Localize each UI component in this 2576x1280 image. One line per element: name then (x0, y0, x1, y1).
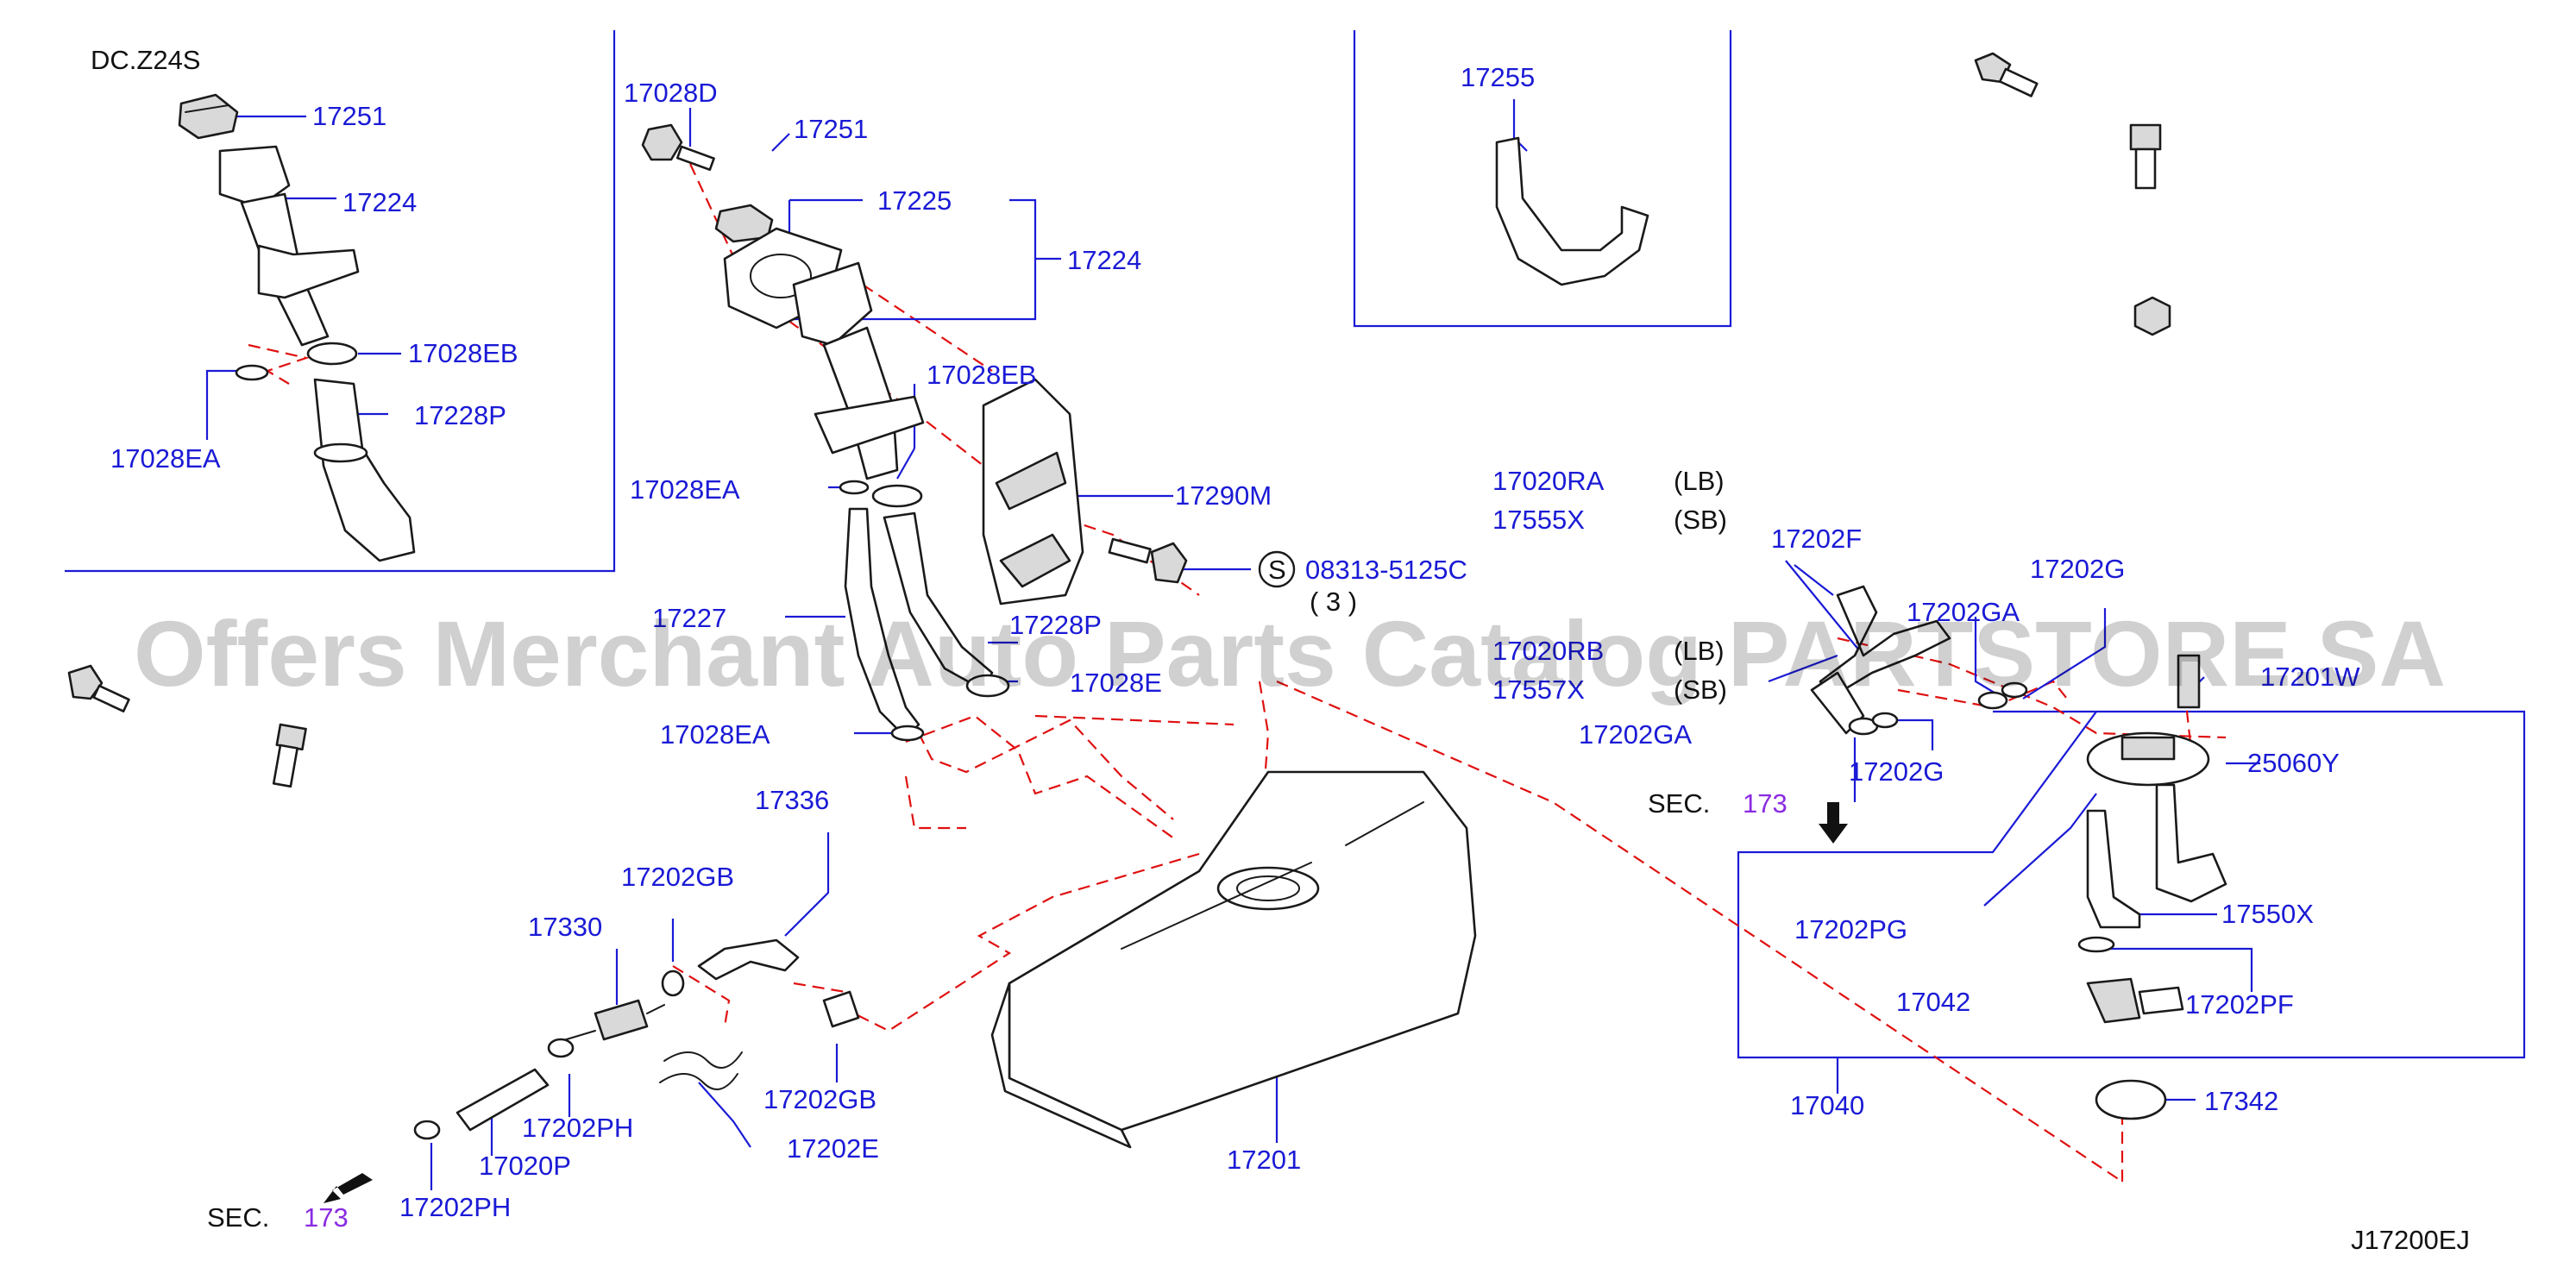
clamp-17202gb-upper (661, 969, 685, 997)
label-sec-left: SEC. (207, 1202, 269, 1233)
clamps-17202ga-17202g (1848, 681, 2028, 736)
watermark-text: Offers Merchant Auto Parts Catalog PARTS… (134, 601, 2446, 706)
bolt-left-b (272, 723, 307, 788)
fuel-tank-17201 (990, 770, 1477, 1149)
label-17020rb: 17020RB (1492, 636, 1604, 666)
label-dc-z24s: DC.Z24S (91, 45, 200, 75)
clamp-17028eb-left (306, 342, 358, 366)
label-17028ea-left: 17028EA (110, 443, 221, 474)
label-sb-a: (SB) (1674, 505, 1727, 535)
clamp-17028eb-center (871, 484, 923, 508)
label-08313-5125c: 08313-5125C (1305, 555, 1467, 585)
label-diagram-code: J17200EJ (2351, 1225, 2470, 1255)
hose-17228p-left (313, 378, 416, 562)
label-17202f: 17202F (1771, 524, 1862, 554)
label-17202pf: 17202PF (2185, 989, 2294, 1020)
filter-17330 (551, 999, 665, 1045)
bolt-upper-right-b (2129, 123, 2162, 190)
label-17028d: 17028D (624, 78, 718, 108)
clip-17202e (659, 1051, 743, 1090)
bolt-upper-right-a (1974, 52, 2039, 97)
label-17042: 17042 (1896, 987, 1970, 1017)
protector-17290m (982, 378, 1084, 605)
label-17330: 17330 (528, 912, 602, 942)
label-17550x: 17550X (2221, 899, 2314, 929)
label-17028eb-center: 17028EB (927, 360, 1037, 390)
label-sec-173-right: 173 (1743, 788, 1787, 819)
label-lb-a: (LB) (1674, 466, 1725, 496)
label-17202ph-lower: 17202PH (399, 1192, 511, 1222)
bolt-08313-5125c (1108, 537, 1188, 584)
filler-neck-17224-center (792, 261, 925, 480)
label-17228p-left: 17228P (414, 400, 506, 430)
label-17228p-center: 17228P (1009, 610, 1102, 640)
label-17202g-upper: 17202G (2030, 554, 2125, 584)
bolt-left-a (67, 664, 130, 712)
frame-17040-assembly (1737, 710, 2526, 1059)
label-17202ga-upper: 17202GA (1907, 597, 2020, 627)
label-25060y: 25060Y (2247, 748, 2340, 778)
bracket-17255 (1495, 136, 1649, 286)
label-sec-right: SEC. (1648, 788, 1710, 819)
label-17224-left: 17224 (342, 187, 417, 217)
clamp-17028ea-lower (890, 725, 925, 742)
clamps-17202ph (413, 1038, 575, 1140)
label-17040: 17040 (1790, 1090, 1864, 1120)
fuel-pump-17040-assembly (2086, 654, 2227, 929)
label-17202g-lower: 17202G (1849, 756, 1944, 787)
sec-arrows (324, 802, 1848, 1203)
label-17336: 17336 (755, 785, 829, 815)
clamp-17028ea-left (235, 364, 269, 381)
label-17202ph-upper: 17202PH (522, 1113, 633, 1143)
hose-17228p-center (883, 511, 994, 692)
label-s: S (1268, 555, 1286, 585)
hose-17020p (456, 1068, 550, 1132)
label-17224-center: 17224 (1067, 245, 1141, 275)
tube-17336 (697, 938, 800, 981)
label-sb-b: (SB) (1674, 675, 1727, 705)
label-17202ga-lower: 17202GA (1579, 719, 1692, 750)
filler-neck-17224-left (218, 145, 360, 347)
label-17202gb-upper: 17202GB (621, 862, 734, 892)
nut-upper-right (2133, 296, 2171, 336)
label-17225: 17225 (877, 185, 952, 216)
label-17251-center: 17251 (794, 114, 868, 144)
fuel-pump-17042 (2077, 936, 2184, 1024)
label-17028e: 17028E (1070, 668, 1162, 698)
s-circle-icon (1258, 550, 1296, 588)
label-qty-3: ( 3 ) (1310, 587, 1357, 617)
clamp-17202gb-lower (822, 990, 860, 1028)
label-17202gb-lower: 17202GB (763, 1084, 876, 1114)
hose-17227 (844, 507, 920, 739)
label-17020p: 17020P (479, 1151, 571, 1181)
bolt-17028d (641, 123, 715, 172)
label-sec-173-left: 173 (304, 1202, 349, 1233)
label-17201w: 17201W (2260, 662, 2360, 692)
label-17227: 17227 (652, 603, 726, 633)
gasket-17342 (2095, 1079, 2167, 1120)
label-17255: 17255 (1461, 62, 1535, 92)
label-17251-left: 17251 (312, 101, 386, 131)
clamp-17028e (965, 674, 1010, 698)
label-17290m: 17290M (1175, 480, 1272, 511)
inset-frame-dc-z24s (65, 30, 616, 573)
label-17557x: 17557X (1492, 675, 1585, 705)
label-17028ea-lower: 17028EA (660, 719, 770, 750)
label-17202pg: 17202PG (1794, 914, 1907, 944)
label-17342: 17342 (2204, 1086, 2278, 1116)
filler-cap-17251-left (178, 93, 239, 140)
label-17555x: 17555X (1492, 505, 1585, 535)
callout-labels: DC.Z24S 17251 17224 17028EB 17228P 17028… (91, 45, 2470, 1255)
label-17028ea-center: 17028EA (630, 474, 740, 505)
inset-frame-17255 (1353, 30, 1732, 328)
clamp-17028ea-center (839, 480, 870, 495)
hose-17020ra-17555x (1810, 585, 1951, 735)
label-lb-b: (LB) (1674, 636, 1725, 666)
label-17201: 17201 (1227, 1145, 1301, 1175)
label-17028eb-left: 17028EB (408, 338, 518, 368)
label-17202e: 17202E (787, 1133, 879, 1164)
label-17020ra: 17020RA (1492, 466, 1605, 496)
